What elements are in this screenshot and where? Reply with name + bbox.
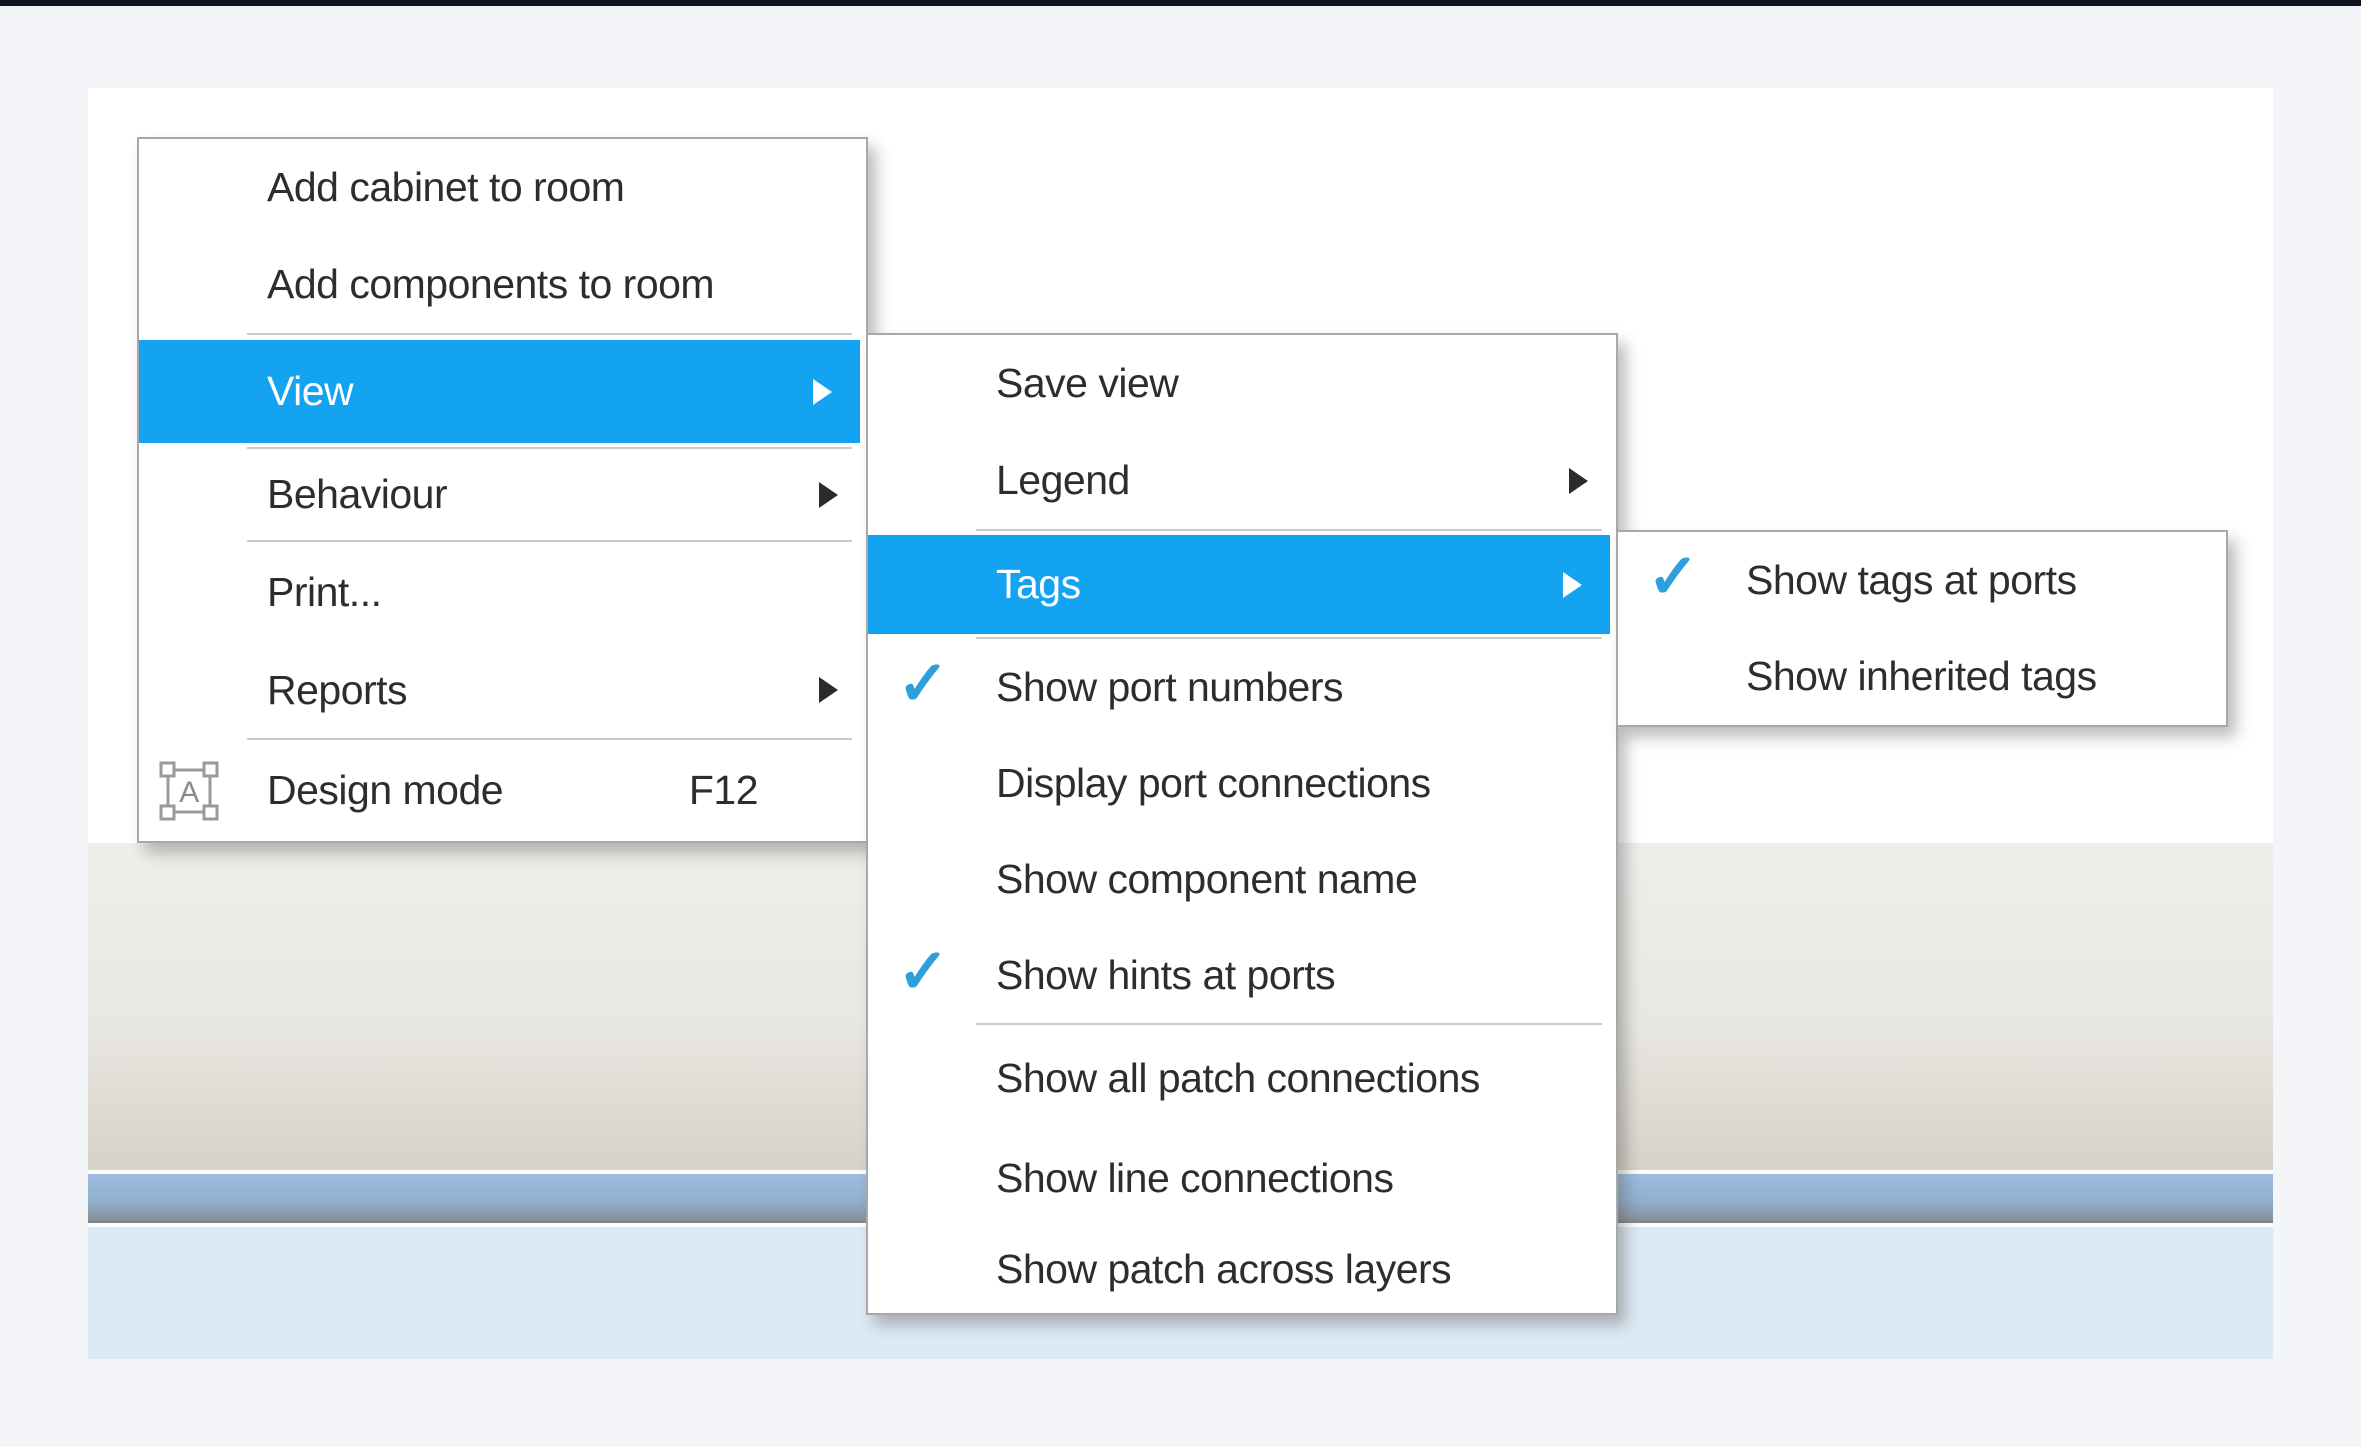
submenu-arrow-icon [819,481,838,508]
menu-item-label: Show component name [996,855,1418,902]
menu-item-show-patch-across-layers[interactable]: Show patch across layers [868,1225,1616,1313]
check-icon: ✓ [897,937,949,1007]
submenu-arrow-icon [813,378,832,405]
check-icon: ✓ [1647,542,1699,612]
menu-item-show-component-name[interactable]: Show component name [868,831,1616,927]
menu-item-label: Show line connections [996,1154,1394,1201]
menu-item-label: Tags [996,561,1081,607]
design-mode-letter: A [179,776,199,809]
menu-separator [976,1023,1602,1025]
menu-separator [247,333,852,335]
menu-separator [247,540,852,542]
menu-item-label: Show hints at ports [996,951,1336,998]
menu-item-label: Show tags at ports [1746,556,2077,603]
menu-item-label: Display port connections [996,759,1431,806]
menu-item-label: Show all patch connections [996,1054,1480,1101]
menu-item-behaviour[interactable]: Behaviour [139,449,866,540]
menu-item-show-inherited-tags[interactable]: Show inherited tags [1618,628,2226,725]
submenu-arrow-icon [1569,467,1588,494]
menu-item-label: Add components to room [267,260,715,307]
menu-item-shortcut: F12 [688,767,759,813]
menu-item-display-port-connections[interactable]: Display port connections [868,735,1616,831]
context-menu: Add cabinet to room Add components to ro… [137,137,868,843]
menu-item-label: Design mode [267,767,504,813]
menu-item-tags[interactable]: Tags [868,535,1610,634]
menu-separator [976,529,1602,531]
menu-item-show-port-numbers[interactable]: ✓ Show port numbers [868,639,1616,735]
tags-submenu: ✓ Show tags at ports Show inherited tags [1616,530,2228,727]
menu-item-reports[interactable]: Reports [139,642,866,738]
menu-item-label: Behaviour [267,471,448,517]
menu-item-label: Legend [996,457,1130,503]
menu-item-label: View [267,368,354,414]
menu-separator [247,447,852,449]
menu-item-label: Show patch across layers [996,1245,1452,1292]
menu-item-design-mode[interactable]: A Design mode F12 [139,740,866,841]
design-mode-icon: A [159,761,219,820]
menu-item-label: Show port numbers [996,663,1344,710]
menu-item-label: Print... [267,568,382,615]
menu-item-add-components-to-room[interactable]: Add components to room [139,235,866,333]
menu-item-label: Save view [996,360,1179,406]
menu-item-legend[interactable]: Legend [868,432,1616,529]
menu-separator [247,738,852,740]
window-top-bar [0,0,2361,6]
submenu-arrow-icon [819,677,838,703]
menu-item-show-hints-at-ports[interactable]: ✓ Show hints at ports [868,927,1616,1023]
menu-item-show-line-connections[interactable]: Show line connections [868,1131,1616,1225]
menu-item-label: Reports [267,666,408,713]
menu-item-print[interactable]: Print... [139,542,866,642]
menu-item-label: Add cabinet to room [267,163,625,210]
menu-item-label: Show inherited tags [1746,653,2097,699]
menu-item-show-all-patch-connections[interactable]: Show all patch connections [868,1025,1616,1131]
submenu-arrow-icon [1563,571,1582,598]
menu-item-save-view[interactable]: Save view [868,335,1616,432]
menu-item-show-tags-at-ports[interactable]: ✓ Show tags at ports [1618,532,2226,628]
menu-item-add-cabinet-to-room[interactable]: Add cabinet to room [139,139,866,235]
check-icon: ✓ [897,649,949,719]
menu-item-view[interactable]: View [139,340,860,443]
view-submenu: Save view Legend Tags ✓ Show port number… [866,333,1618,1315]
menu-separator [976,637,1602,639]
